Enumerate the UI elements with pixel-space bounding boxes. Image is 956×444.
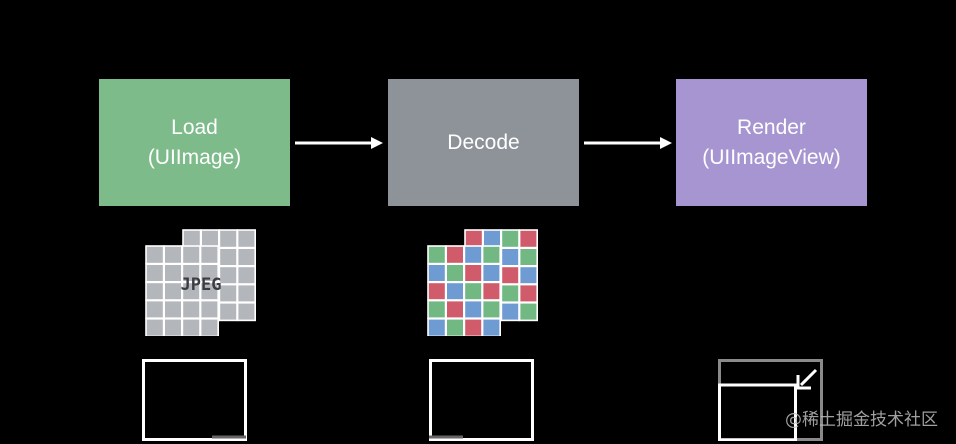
pixel-tile	[218, 229, 238, 249]
jpeg-image-icon: JPEG	[145, 229, 256, 336]
pixel-tile	[463, 299, 483, 319]
decode-stage-title: Decode	[447, 130, 520, 154]
pixel-tile	[481, 299, 501, 319]
pixel-tile	[199, 318, 219, 336]
pixel-tile	[445, 299, 465, 319]
pixel-tile	[236, 283, 256, 303]
pixel-tile	[445, 318, 465, 336]
pixel-tile	[163, 299, 183, 319]
pixel-tile	[427, 299, 447, 319]
pixel-tile	[181, 299, 201, 319]
pixel-tile	[163, 281, 183, 301]
pixel-tile	[427, 245, 447, 265]
pixel-tile	[481, 318, 501, 336]
pixel-tile	[518, 247, 538, 267]
load-stage-title: Load	[171, 115, 218, 139]
decoded-pixels-icon	[427, 229, 538, 336]
pixel-tile	[145, 318, 165, 336]
pixel-tile	[481, 245, 501, 265]
pixel-tile	[427, 281, 447, 301]
pixel-tile	[427, 318, 447, 336]
pixel-tile	[463, 245, 483, 265]
watermark: @稀土掘金技术社区	[785, 410, 938, 430]
render-stage-subtitle: (UIImageView)	[702, 145, 841, 169]
pixel-tile	[163, 263, 183, 283]
pixel-tile	[236, 302, 256, 322]
pixel-tile	[218, 247, 238, 267]
pixel-tile	[463, 281, 483, 301]
pixel-tile	[464, 229, 484, 249]
decode-stage-box: Decode	[388, 79, 579, 206]
pixel-tile	[199, 299, 219, 319]
pixel-tile	[145, 299, 165, 319]
pixel-tile	[445, 263, 465, 283]
pixel-tile	[500, 247, 520, 267]
load-stage-box: Load (UIImage)	[99, 79, 290, 206]
pixel-tile	[518, 229, 538, 249]
pixel-tile	[200, 229, 220, 249]
pixel-tile	[518, 283, 538, 303]
pixel-tile	[236, 229, 256, 249]
pixel-tile	[445, 245, 465, 265]
pixel-tile	[236, 265, 256, 285]
pixel-tile	[218, 283, 238, 303]
pixel-tile	[199, 245, 219, 265]
pixel-tile	[218, 265, 238, 285]
pixel-tile	[163, 245, 183, 265]
pixel-tile	[500, 283, 520, 303]
pixel-tile	[481, 263, 501, 283]
pixel-tile	[463, 318, 483, 336]
frame-icon	[142, 359, 247, 441]
pixel-tile	[481, 281, 501, 301]
frame-icon	[429, 359, 534, 441]
right-arrow-icon	[584, 137, 672, 149]
pixel-tile	[145, 263, 165, 283]
pixel-tile	[518, 265, 538, 285]
pixel-tile	[445, 281, 465, 301]
pixel-tile	[163, 318, 183, 336]
pixel-tile	[145, 245, 165, 265]
pixel-tile	[182, 229, 202, 249]
pixel-tile	[145, 281, 165, 301]
pixel-tile	[218, 302, 238, 322]
pixel-tile	[181, 318, 201, 336]
pixel-tile	[500, 302, 520, 322]
render-stage-box: Render (UIImageView)	[676, 79, 867, 206]
pixel-tile	[500, 229, 520, 249]
pixel-tile	[427, 263, 447, 283]
right-arrow-icon	[295, 137, 383, 149]
resized-frame-icon	[718, 359, 823, 441]
pixel-tile	[236, 247, 256, 267]
jpeg-label: JPEG	[181, 275, 222, 295]
pixel-tile	[463, 263, 483, 283]
shrink-arrow-icon	[796, 368, 818, 390]
pixel-tile	[482, 229, 502, 249]
pixel-tile	[500, 265, 520, 285]
render-stage-title: Render	[737, 115, 806, 139]
load-stage-subtitle: (UIImage)	[147, 145, 242, 169]
pixel-tile	[181, 245, 201, 265]
pixel-tile	[518, 302, 538, 322]
